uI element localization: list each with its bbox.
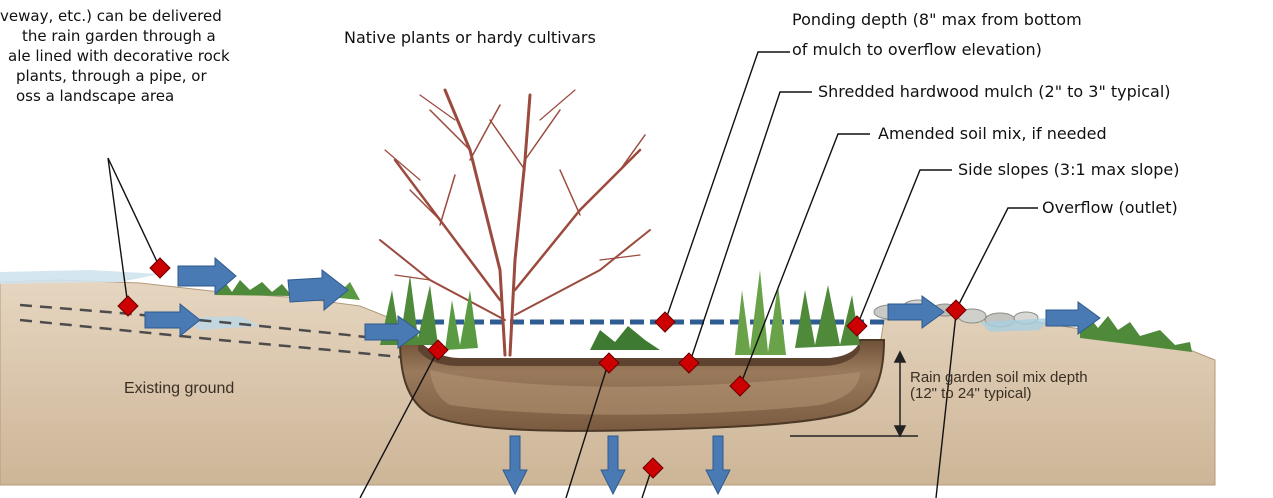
marker-diamond [655,312,675,332]
inflow-line: veway, etc.) can be delivered [0,6,230,26]
shrub [380,90,650,355]
surface-water [0,270,160,284]
inflow-line: plants, through a pipe, or [0,66,230,86]
leader-line-ponding [665,52,790,322]
label-native-plants: Native plants or hardy cultivars [344,28,596,48]
inflow-description: veway, etc.) can be delivered the rain g… [0,6,230,106]
leader-line-slopes [857,170,952,326]
label-existing-ground: Existing ground [124,380,234,398]
label-mulch: Shredded hardwood mulch (2" to 3" typica… [818,82,1171,102]
label-soil-depth-2: (12" to 24" typical) [910,386,1032,402]
label-ponding-depth-1: Ponding depth (8" max from bottom [792,10,1082,30]
label-side-slopes: Side slopes (3:1 max slope) [958,160,1180,180]
label-overflow: Overflow (outlet) [1042,198,1178,218]
leader-line-overflow [956,208,1038,310]
label-ponding-depth-2: of mulch to overflow elevation) [792,40,1042,60]
label-soil-depth-1: Rain garden soil mix depth [910,370,1088,386]
inflow-line: the rain garden through a [0,26,230,46]
label-amended-soil: Amended soil mix, if needed [878,124,1107,144]
garden-grasses [380,270,860,355]
inflow-line: ale lined with decorative rock [0,46,230,66]
inflow-line: oss a landscape area [0,86,230,106]
